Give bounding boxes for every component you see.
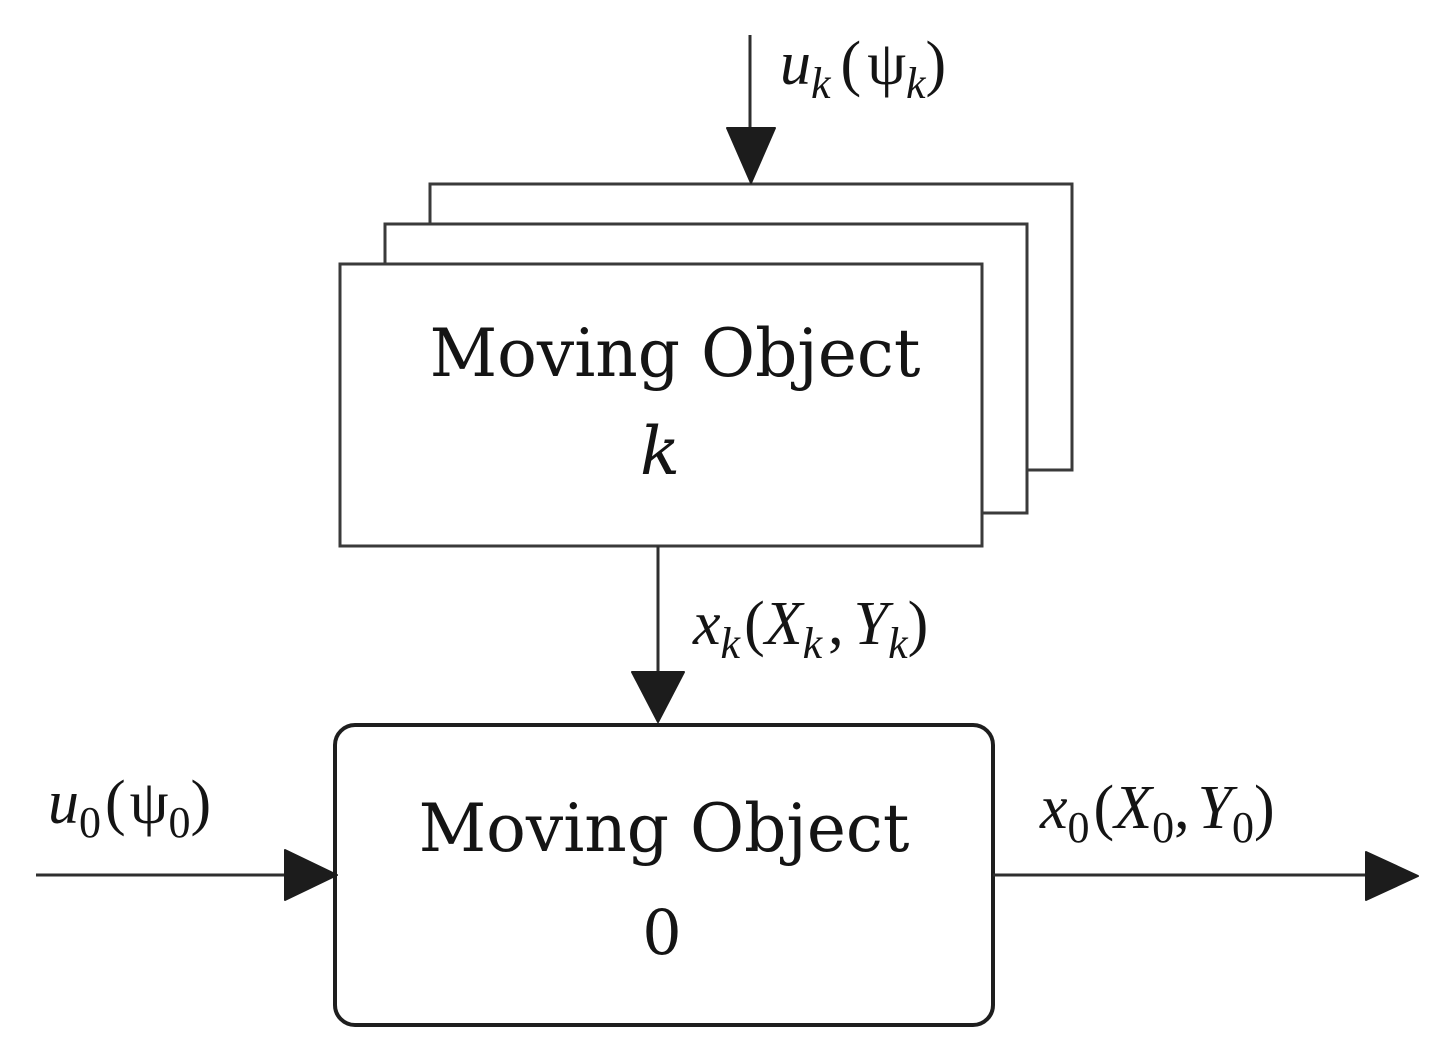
right-output-label: x0(X0,Y0) xyxy=(1039,774,1275,852)
top-input-arrowhead xyxy=(726,127,776,184)
moving-object-0-box xyxy=(333,723,995,1027)
moving-object-k-index: k xyxy=(640,413,680,490)
top-input-label: uk(ψk) xyxy=(780,30,946,108)
right-output-arrowhead xyxy=(1365,851,1419,901)
moving-object-k-box xyxy=(338,262,984,548)
link-output-label: xk(Xk,Yk) xyxy=(692,590,928,668)
left-input-label: u0(ψ0) xyxy=(48,769,211,847)
moving-object-0-title: Moving Object xyxy=(419,790,910,867)
moving-object-0-index: 0 xyxy=(642,896,681,969)
moving-object-k-title: Moving Object xyxy=(430,315,921,392)
left-input-arrowhead xyxy=(284,849,338,901)
link-arrowhead xyxy=(631,671,685,723)
